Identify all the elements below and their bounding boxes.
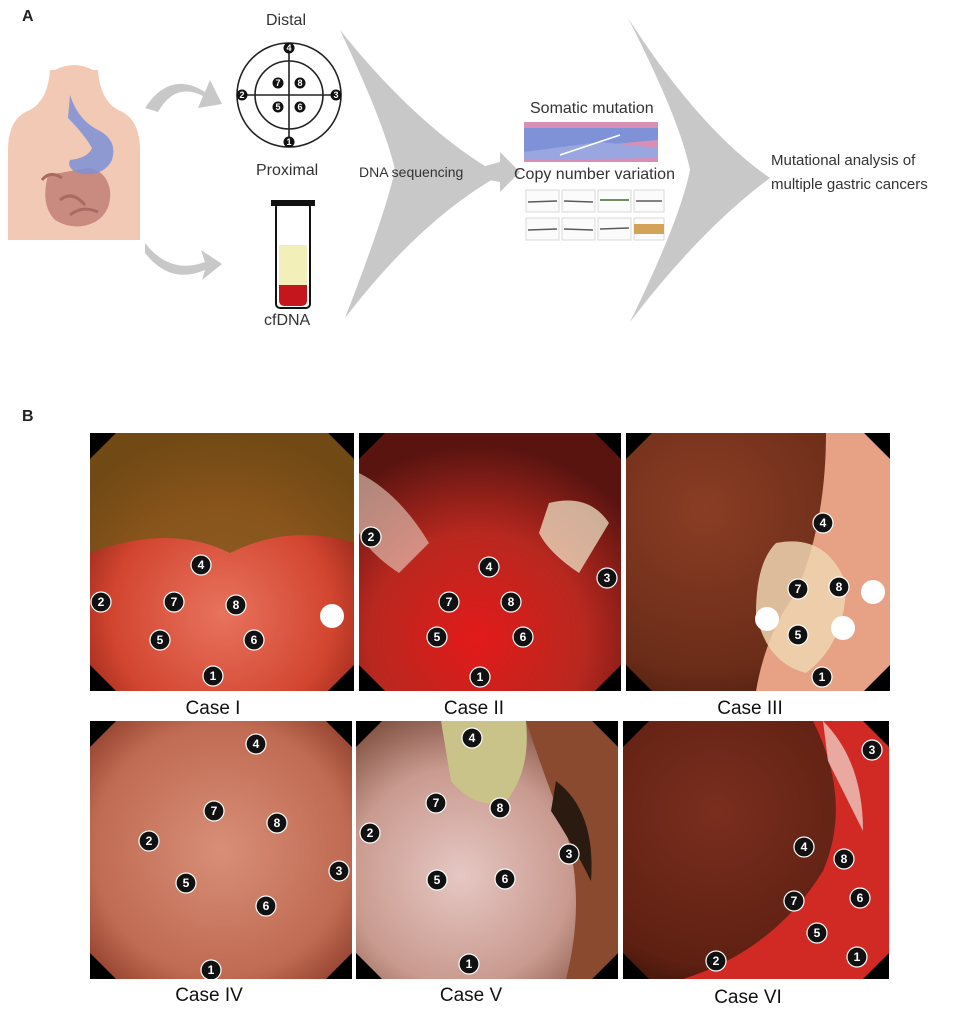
big-arrow-sequencing [340, 30, 500, 318]
svg-text:5: 5 [795, 628, 802, 642]
arrow-to-results [478, 152, 520, 192]
panel-a-diagram: 4 1 2 3 7 8 5 6 [8, 18, 770, 322]
svg-text:7: 7 [795, 582, 802, 596]
endoscopy-image-case-2: 2 4 3 7 8 5 6 1 [359, 433, 621, 691]
svg-text:6: 6 [297, 102, 302, 112]
result-label-line2: multiple gastric cancers [771, 176, 928, 193]
svg-text:1: 1 [854, 950, 861, 964]
somatic-mutation-heatmap [524, 122, 658, 162]
endoscopy-image-case-3: 4 7 8 5 1 [626, 433, 890, 691]
arrow-to-tumor-map [145, 80, 222, 112]
svg-text:5: 5 [157, 633, 164, 647]
svg-text:8: 8 [508, 595, 515, 609]
arrow-to-cfdna [145, 243, 222, 280]
svg-text:8: 8 [297, 78, 302, 88]
svg-text:5: 5 [275, 102, 280, 112]
case-1-label: Case I [185, 698, 241, 719]
proximal-label: Proximal [256, 162, 319, 179]
svg-text:2: 2 [239, 90, 244, 100]
svg-text:4: 4 [801, 840, 808, 854]
svg-text:8: 8 [497, 801, 504, 815]
svg-text:5: 5 [434, 873, 441, 887]
svg-text:4: 4 [469, 731, 476, 745]
case-2-label: Case II [443, 698, 505, 719]
svg-text:2: 2 [368, 530, 375, 544]
svg-text:4: 4 [486, 560, 493, 574]
panel-a-letter: A [22, 8, 34, 25]
svg-text:1: 1 [210, 669, 217, 683]
svg-text:8: 8 [841, 852, 848, 866]
svg-text:3: 3 [869, 743, 876, 757]
svg-text:4: 4 [253, 737, 260, 751]
somatic-mutation-label: Somatic mutation [530, 100, 654, 117]
svg-text:7: 7 [791, 894, 798, 908]
svg-text:3: 3 [336, 864, 343, 878]
svg-text:1: 1 [466, 957, 473, 971]
result-label-line1: Mutational analysis of [771, 152, 916, 169]
case-4-label: Case IV [175, 985, 243, 1006]
svg-text:5: 5 [183, 876, 190, 890]
svg-text:7: 7 [211, 804, 218, 818]
svg-text:2: 2 [713, 954, 720, 968]
human-torso-illustration [8, 65, 140, 240]
panel-b-letter: B [22, 408, 34, 425]
endoscopy-image-case-1: 4 2 7 8 5 6 1 [90, 433, 354, 691]
endoscopy-image-case-4: 4 7 2 8 3 5 6 1 [90, 721, 352, 979]
svg-text:3: 3 [333, 90, 338, 100]
svg-text:6: 6 [263, 899, 270, 913]
svg-text:8: 8 [836, 580, 843, 594]
case-3-label: Case III [717, 698, 783, 719]
test-tube-icon [271, 200, 315, 309]
svg-text:1: 1 [208, 963, 215, 977]
svg-text:7: 7 [433, 796, 440, 810]
svg-text:2: 2 [367, 826, 374, 840]
svg-text:5: 5 [814, 926, 821, 940]
svg-text:6: 6 [520, 630, 527, 644]
svg-text:1: 1 [819, 670, 826, 684]
svg-text:7: 7 [446, 595, 453, 609]
svg-text:1: 1 [477, 670, 484, 684]
svg-text:6: 6 [502, 872, 509, 886]
svg-text:3: 3 [566, 847, 573, 861]
svg-text:3: 3 [604, 571, 611, 585]
svg-text:8: 8 [233, 598, 240, 612]
cfdna-label: cfDNA [264, 312, 311, 329]
svg-text:6: 6 [857, 891, 864, 905]
svg-text:8: 8 [274, 816, 281, 830]
svg-text:7: 7 [171, 595, 178, 609]
svg-text:5: 5 [434, 630, 441, 644]
endoscopy-image-case-6: 3 4 8 7 6 5 2 1 [623, 721, 889, 979]
distal-label: Distal [266, 12, 307, 29]
endoscopy-image-case-5: 4 7 8 2 3 5 6 1 [356, 721, 618, 979]
svg-text:4: 4 [820, 516, 827, 530]
dna-sequencing-label: DNA sequencing [359, 164, 464, 180]
big-arrow-analysis [628, 18, 770, 322]
svg-text:2: 2 [146, 834, 153, 848]
case-5-label: Case V [439, 985, 503, 1006]
copy-number-variation-label: Copy number variation [514, 166, 675, 183]
stomach-site-map: 4 1 2 3 7 8 5 6 [236, 42, 342, 148]
svg-text:2: 2 [98, 595, 105, 609]
svg-text:6: 6 [251, 633, 258, 647]
svg-text:7: 7 [275, 78, 280, 88]
case-6-label: Case VI [714, 987, 782, 1008]
svg-text:4: 4 [286, 43, 291, 53]
svg-text:4: 4 [198, 558, 205, 572]
svg-text:1: 1 [286, 137, 291, 147]
